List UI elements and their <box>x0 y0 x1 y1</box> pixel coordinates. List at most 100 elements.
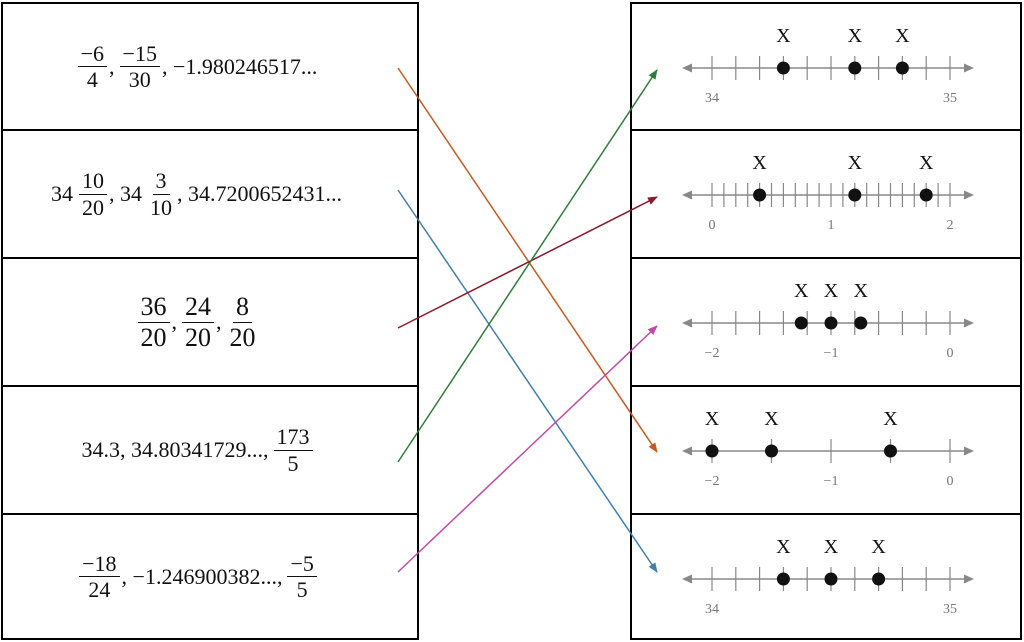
denominator: 20 <box>185 322 211 352</box>
point-label: X <box>848 25 863 47</box>
denominator: 20 <box>229 322 256 352</box>
data-point <box>848 188 862 202</box>
numerator: −18 <box>79 551 120 577</box>
right-arrowhead <box>964 190 974 200</box>
left-arrowhead <box>682 190 692 200</box>
denominator: 30 <box>128 67 151 92</box>
expression-text: , 34 <box>109 181 142 206</box>
data-point <box>705 444 719 458</box>
point-label: X <box>824 536 839 558</box>
point-label: X <box>776 25 791 47</box>
tick-label: −2 <box>705 474 720 489</box>
right-arrowhead <box>964 318 974 328</box>
right-arrowhead <box>964 446 974 456</box>
tick-label: 0 <box>709 218 716 233</box>
point-label: X <box>895 25 910 47</box>
left-arrowhead <box>682 63 692 73</box>
numerator: 173 <box>273 424 313 451</box>
data-point <box>824 572 838 586</box>
point-label: X <box>705 408 720 430</box>
left-arrowhead <box>682 446 692 456</box>
expression-text: , <box>109 53 115 79</box>
tick-label: 34 <box>705 602 719 617</box>
connection-arrow <box>397 67 658 453</box>
point-label: X <box>824 280 839 302</box>
point-label: X <box>848 152 863 174</box>
left-arrowhead <box>682 574 692 584</box>
denominator: 10 <box>150 194 172 220</box>
expression-text: , −1.980246517... <box>161 53 318 79</box>
tick-label: −1 <box>824 346 839 361</box>
tick-label: 35 <box>943 91 957 106</box>
tick-label: −2 <box>705 346 720 361</box>
tick-label: 2 <box>947 218 954 233</box>
left-arrowhead <box>682 318 692 328</box>
denominator: 5 <box>296 577 308 602</box>
connection-arrow <box>397 325 658 573</box>
numerator: 10 <box>79 168 107 195</box>
data-point <box>824 316 838 330</box>
numerator: 24 <box>182 292 214 323</box>
point-label: X <box>854 280 869 302</box>
expression-text: , <box>216 309 222 334</box>
data-point <box>872 572 886 586</box>
tick-label: 34 <box>705 91 719 106</box>
data-point <box>895 61 909 75</box>
point-label: X <box>776 536 791 558</box>
tick-label: −1 <box>824 474 839 489</box>
point-label: X <box>764 408 779 430</box>
right-arrowhead <box>964 574 974 584</box>
tick-label: 0 <box>947 346 954 361</box>
data-point <box>765 444 778 458</box>
point-label: X <box>752 152 767 174</box>
denominator: 20 <box>82 194 104 220</box>
data-point <box>884 444 897 458</box>
number-line: 34 35 X X X <box>682 25 974 106</box>
point-label: X <box>794 280 809 302</box>
data-point <box>776 572 790 586</box>
numerator: −5 <box>287 551 317 577</box>
expression-text: , 34.7200652431... <box>177 181 342 206</box>
connection-arrow <box>397 196 658 329</box>
expression-text: 34.3, 34.80341729..., <box>81 437 269 462</box>
right-card-1[interactable]: 34 35 X X X <box>630 2 1022 131</box>
numerator: 8 <box>233 292 252 323</box>
numerator: 36 <box>137 292 170 323</box>
whole-number: 34 <box>51 181 73 206</box>
data-point <box>753 188 767 202</box>
data-point <box>854 316 868 330</box>
data-point <box>919 188 933 202</box>
data-point <box>776 61 790 75</box>
denominator: 24 <box>88 577 111 602</box>
connection-arrow <box>397 69 658 463</box>
denominator: 5 <box>287 450 299 476</box>
tick-label: 1 <box>828 218 835 233</box>
